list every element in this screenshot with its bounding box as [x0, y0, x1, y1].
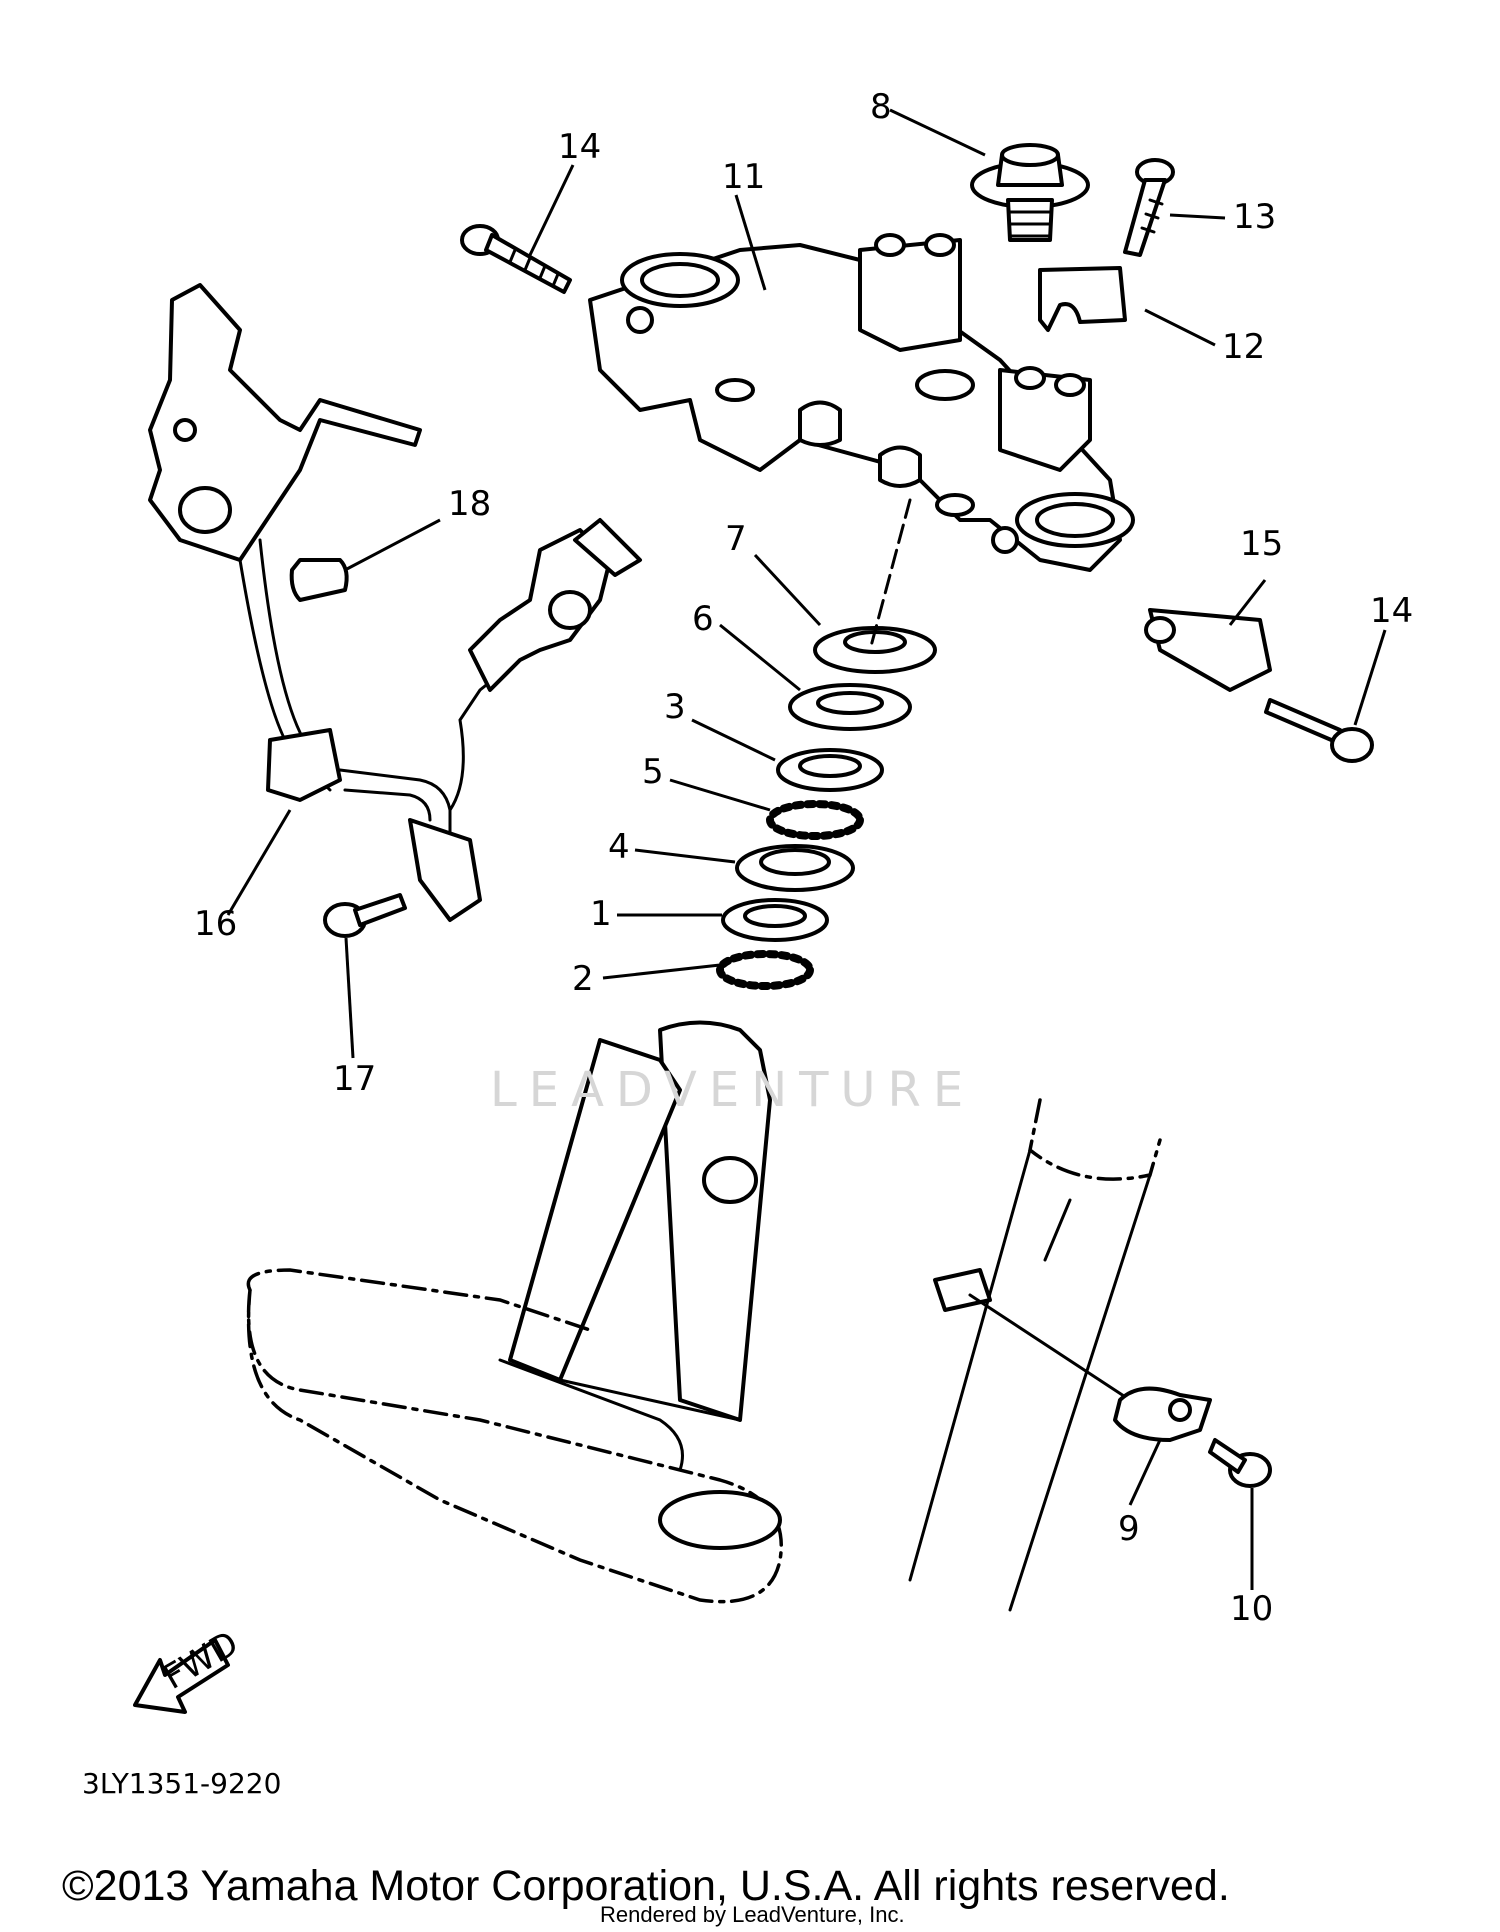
- callout-15: 15: [1240, 524, 1283, 564]
- clamp-part: [1144, 608, 1272, 692]
- bearing-race-part: [776, 748, 884, 792]
- bolt-part: [1264, 698, 1374, 763]
- callout-7: 7: [725, 519, 747, 559]
- drawing-code: 3LY1351-9220: [82, 1767, 282, 1800]
- callout-10: 10: [1230, 1589, 1273, 1629]
- upper-bracket-part: [588, 233, 1135, 572]
- headlight-stay-part: [148, 283, 642, 922]
- hose-guide-part: [933, 1268, 1212, 1442]
- dust-seal-part: [788, 683, 912, 731]
- ball-bearing-part: [766, 800, 864, 840]
- handlebar-holder-part: [1038, 266, 1127, 332]
- callout-18: 18: [448, 484, 491, 524]
- callout-6: 6: [692, 599, 714, 639]
- steering-stem-outline: [246, 1020, 783, 1604]
- callout-labels: 14 11 8 13 12 18 7 6 15 14 3 5 4 1 2 16 …: [194, 87, 1413, 1629]
- callout-13: 13: [1233, 197, 1276, 237]
- copyright-notice: ©2013 Yamaha Motor Corporation, U.S.A. A…: [62, 1862, 1230, 1910]
- leader-lines: [226, 108, 1387, 1590]
- bolt-part: [323, 893, 407, 938]
- callout-11: 11: [722, 157, 765, 197]
- callout-9: 9: [1118, 1509, 1140, 1549]
- callout-5: 5: [642, 752, 664, 792]
- fwd-label: FWD: [157, 1623, 246, 1697]
- fwd-arrow-icon: FWD: [133, 1623, 246, 1714]
- callout-3: 3: [664, 687, 686, 727]
- callout-16: 16: [194, 904, 237, 944]
- crown-bolt-part: [970, 143, 1090, 242]
- callout-14-lower: 14: [1370, 591, 1413, 631]
- ball-bearing-part: [716, 950, 814, 990]
- rendered-by-notice: Rendered by LeadVenture, Inc.: [600, 1902, 905, 1927]
- bearing-race-part: [721, 898, 829, 942]
- grommet-part: [289, 558, 349, 602]
- callout-4: 4: [608, 827, 630, 867]
- watermark-text: LEADVENTURE: [490, 1062, 976, 1118]
- callout-1: 1: [590, 894, 612, 934]
- bearing-race-part: [735, 844, 855, 892]
- bolt-part: [460, 224, 572, 294]
- bolt-part: [1123, 158, 1175, 257]
- callout-14-upper: 14: [558, 127, 601, 167]
- fork-tube-outline: [908, 1098, 1162, 1612]
- bolt-part: [1208, 1438, 1272, 1488]
- callout-12: 12: [1222, 327, 1265, 367]
- callout-17: 17: [333, 1059, 376, 1099]
- callout-2: 2: [572, 959, 594, 999]
- callout-8: 8: [870, 87, 892, 127]
